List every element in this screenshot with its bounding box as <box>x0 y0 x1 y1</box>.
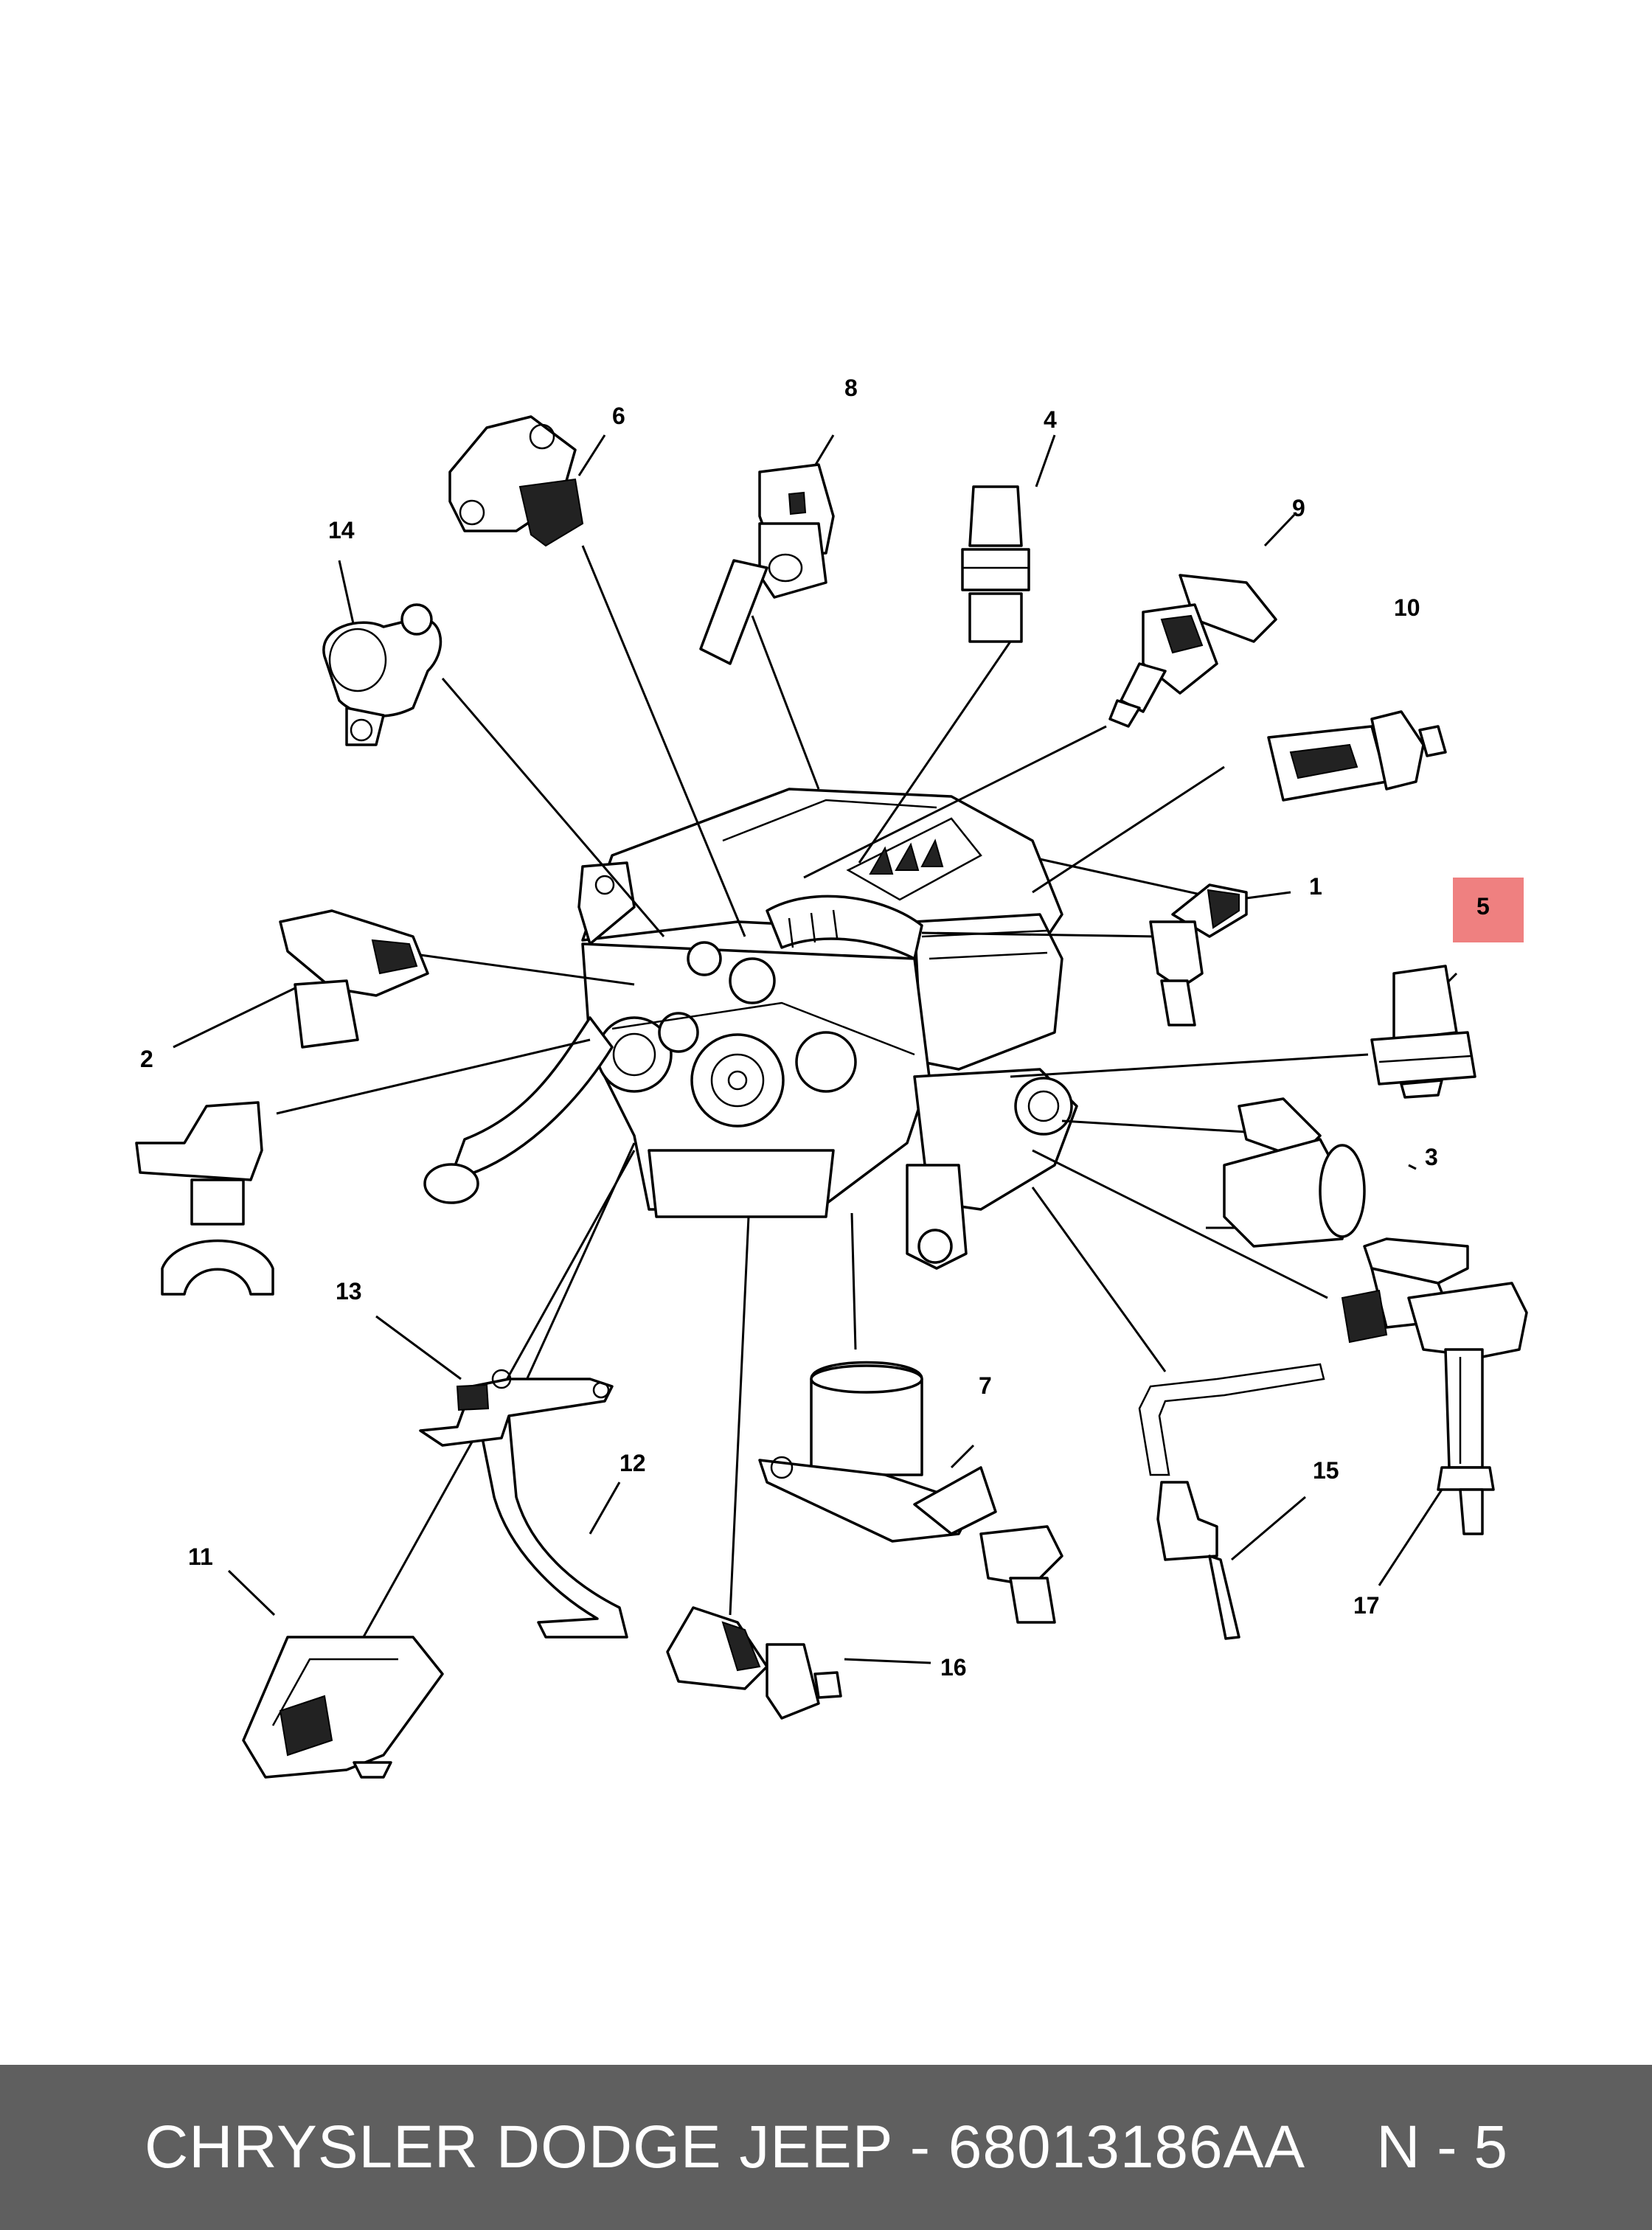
part-2 <box>135 909 429 1296</box>
diagram-reference: N - 5 <box>1376 2113 1507 2181</box>
part-12 <box>478 1414 628 1639</box>
callout-6: 6 <box>612 403 625 429</box>
part-8 <box>699 463 835 665</box>
engine-assembly <box>423 788 1078 1270</box>
callout-1: 1 <box>1309 873 1322 900</box>
part-3 <box>1223 1097 1366 1248</box>
part-17 <box>1341 1237 1528 1535</box>
callout-5: 5 <box>1476 893 1490 920</box>
callout-13: 13 <box>336 1278 362 1305</box>
part-5 <box>1370 965 1476 1099</box>
callout-17: 17 <box>1353 1592 1380 1619</box>
callout-15: 15 <box>1313 1457 1339 1484</box>
callout-9: 9 <box>1292 495 1305 521</box>
callout-16: 16 <box>940 1654 967 1681</box>
callout-4: 4 <box>1044 406 1057 433</box>
callout-3: 3 <box>1425 1144 1438 1170</box>
callout-5-highlight <box>1453 878 1524 942</box>
part-1 <box>1149 883 1248 1027</box>
part-10 <box>1267 710 1447 802</box>
callout-2: 2 <box>140 1046 153 1072</box>
callout-8: 8 <box>844 375 858 401</box>
callout-11: 11 <box>188 1543 213 1570</box>
part-4 <box>961 485 1030 643</box>
part-number-caption: CHRYSLER DODGE JEEP - 68013186AA <box>145 2113 1306 2181</box>
part-6 <box>448 415 584 547</box>
part-16 <box>666 1606 842 1720</box>
callout-7: 7 <box>979 1372 992 1399</box>
callout-14: 14 <box>328 517 355 543</box>
leader-lines <box>173 434 1460 1664</box>
callout-10: 10 <box>1394 594 1420 621</box>
part-9 <box>1108 574 1277 728</box>
footer-bar: CHRYSLER DODGE JEEP - 68013186AA N - 5 <box>0 2065 1652 2230</box>
part-15 <box>1138 1363 1325 1640</box>
engine-sensor-diagram: 1 2 3 4 5 6 7 8 9 10 11 12 13 14 15 16 1… <box>135 375 1528 1779</box>
callout-labels: 1 2 3 4 5 6 7 8 9 10 11 12 13 14 15 16 1… <box>140 375 1490 1681</box>
part-11 <box>242 1636 444 1779</box>
part-13 <box>419 1369 614 1447</box>
callout-12: 12 <box>620 1450 646 1476</box>
part-7 <box>758 1361 1063 1624</box>
part-14 <box>322 603 442 746</box>
